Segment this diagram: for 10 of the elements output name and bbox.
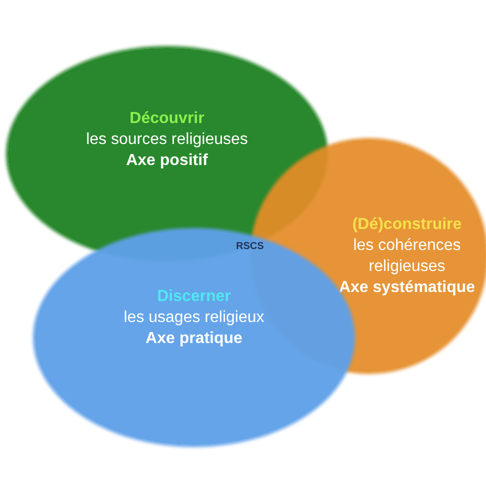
axis-label: Axe positif [125, 150, 209, 170]
description-text: les sources religieuses [85, 130, 249, 150]
axis-label: Axe pratique [144, 329, 244, 349]
description-text: les cohérences religieuses [352, 236, 462, 277]
heading-text: (Dé)construire [351, 215, 463, 235]
heading-text: Découvrir [128, 108, 206, 128]
center-label: RSCS [236, 241, 264, 252]
axis-label: Axe systématique [338, 278, 476, 298]
heading-text: Discerner [156, 287, 232, 307]
description-text: les usages religieux [122, 308, 266, 328]
